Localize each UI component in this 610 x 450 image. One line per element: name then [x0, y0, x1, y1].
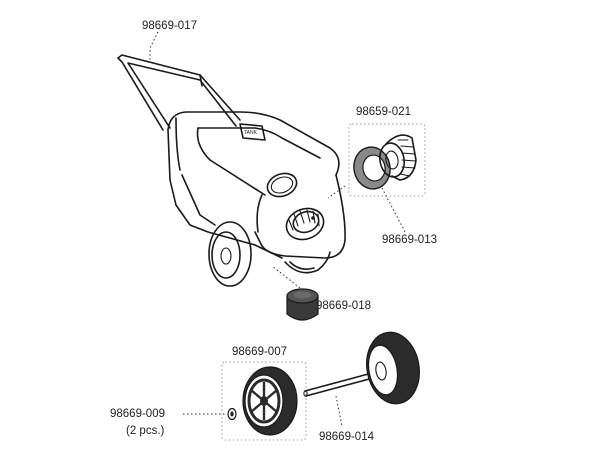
tank-body: TANK [167, 111, 346, 259]
spoked-wheel [242, 366, 298, 436]
part-label-drain-cap: 98669-018 [316, 300, 371, 312]
drain-cap-leader [271, 265, 301, 289]
axle-leader [335, 395, 343, 427]
clip [227, 407, 237, 421]
threaded-cap [379, 134, 417, 181]
brand-text: TANK [244, 130, 258, 136]
drain-cap [286, 288, 319, 321]
cap-kit-leader [327, 185, 346, 199]
handle-leader [149, 31, 159, 62]
cap-kit-box [348, 123, 426, 197]
handle [117, 54, 241, 131]
part-label-clip-qty: (2 pcs.) [126, 425, 165, 437]
part-label-cap-kit: 98659-021 [356, 106, 411, 118]
tank-wheel-front [208, 221, 252, 287]
part-label-gasket: 98669-013 [382, 234, 437, 246]
axle [303, 372, 374, 397]
gasket [353, 146, 391, 190]
part-label-clip: 98669-009 [110, 408, 165, 420]
part-label-wheel-kit: 98669-007 [232, 346, 287, 358]
loose-wheel [366, 331, 420, 405]
gasket-leader [381, 187, 406, 233]
part-label-handle: 98669-017 [142, 20, 197, 32]
tank-wheel-rear [284, 251, 331, 274]
tank-port [285, 207, 325, 241]
part-label-axle: 98669-014 [319, 431, 374, 443]
